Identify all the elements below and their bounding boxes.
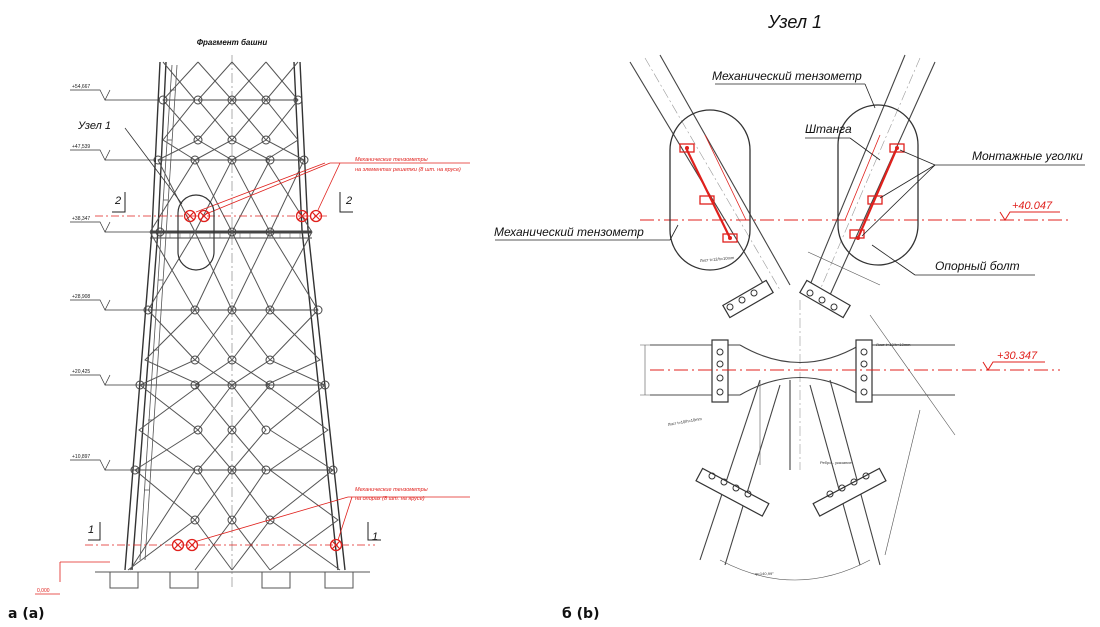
label-rod: Штанга	[805, 122, 852, 136]
section-marks	[88, 192, 381, 541]
node-1-label: Узел 1	[77, 120, 111, 132]
elevation-marks: +54,667 +47,539 +38,347 +28,908 +20,425 …	[35, 84, 160, 595]
label-tensometer-top: Механический тензометр	[712, 69, 862, 83]
flanges	[695, 279, 887, 517]
lattice-nodes	[130, 95, 338, 525]
svg-text:+38,347: +38,347	[72, 216, 90, 222]
tower-fragment-drawing: Фрагмент башни	[8, 38, 470, 622]
svg-text:1: 1	[372, 531, 378, 543]
red-note-upper-2: на элементах решетки (8 шт. на ярусе)	[355, 167, 461, 173]
dimension-lines	[640, 251, 956, 581]
tensometer-capsule-right	[837, 104, 919, 266]
svg-text:2: 2	[345, 195, 352, 207]
caption-b: б (b)	[562, 606, 599, 622]
caption-a: а (а)	[8, 606, 45, 622]
svg-text:+54,667: +54,667	[72, 84, 90, 90]
tower-right-edge	[299, 61, 346, 571]
tensometers-upper	[95, 162, 470, 223]
bolts	[708, 289, 870, 498]
svg-text:+20,425: +20,425	[72, 369, 90, 375]
foundations	[95, 571, 370, 589]
svg-text:Лист t=10/h=10mm: Лист t=10/h=10mm	[876, 342, 911, 347]
node-1-title: Узел 1	[767, 12, 822, 32]
elevation-upper: +40.047	[1012, 200, 1053, 212]
svg-text:0,000: 0,000	[37, 588, 50, 594]
elevation-lower: +30.347	[997, 350, 1038, 362]
red-note-lower-2: на опорах (8 шт. на ярусе)	[355, 496, 425, 502]
tensometers-lower	[59, 496, 470, 582]
ring-beams	[133, 99, 333, 471]
red-elevation-lines	[640, 211, 1070, 371]
tensometer-capsule-left	[669, 109, 751, 271]
tower-left-edge	[124, 61, 161, 571]
tower-title: Фрагмент башни	[197, 38, 268, 47]
member-upper-right	[809, 54, 936, 296]
members-lower	[699, 300, 881, 566]
svg-text:+10,897: +10,897	[72, 454, 90, 460]
svg-text:1: 1	[88, 524, 94, 536]
svg-text:φ=140,99°: φ=140,99°	[755, 571, 774, 576]
node-1-detail-drawing: Узел 1	[494, 12, 1085, 622]
svg-text:Лист t=10/h=10mm: Лист t=10/h=10mm	[667, 416, 702, 427]
leader-lines	[495, 83, 1085, 276]
svg-text:+28,908: +28,908	[72, 294, 90, 300]
label-support-bolt: Опорный болт	[935, 259, 1020, 273]
lattice-diagonals	[127, 61, 341, 571]
node-1-callout	[124, 127, 215, 271]
label-tensometer-left: Механический тензометр	[494, 225, 644, 239]
svg-text:+47,539: +47,539	[72, 144, 90, 150]
svg-text:2: 2	[114, 195, 121, 207]
ladder	[139, 64, 178, 561]
red-note-lower-1: Механические тензометры	[355, 487, 428, 493]
label-mounting-angles: Монтажные уголки	[972, 149, 1083, 163]
red-note-upper-1: Механические тензометры	[355, 157, 428, 163]
svg-text:Ребро - указание: Ребро - указание	[820, 460, 852, 465]
svg-text:Лист t=12/h=10mm: Лист t=12/h=10mm	[700, 255, 735, 263]
